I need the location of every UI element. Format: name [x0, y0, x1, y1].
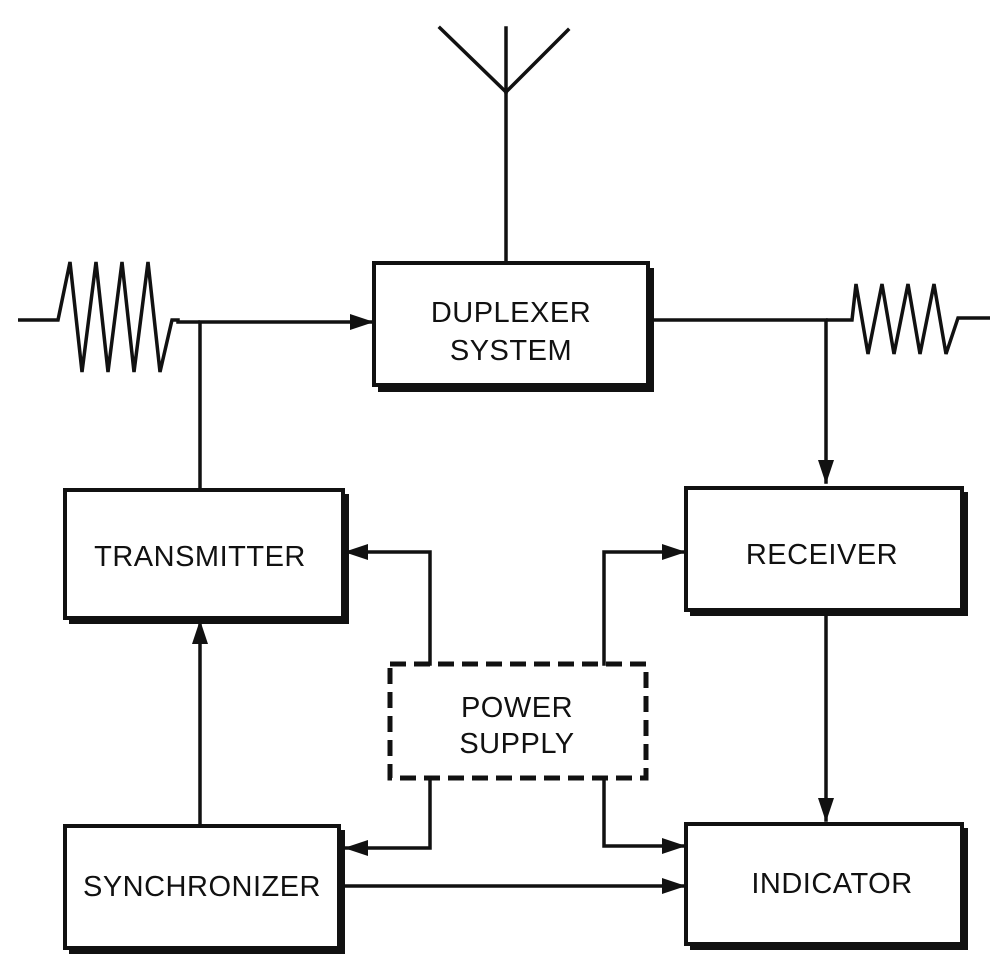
power-supply-label-line2: SUPPLY: [459, 728, 574, 760]
transmitter-label: TRANSMITTER: [94, 541, 306, 573]
echo-pulse-waveform: [826, 283, 990, 355]
duplexer-label-line1: DUPLEXER: [431, 297, 591, 329]
synchronizer-label: SYNCHRONIZER: [83, 871, 321, 903]
power-supply-label-line1: POWER: [461, 692, 573, 724]
power-to-indicator-wire: [602, 776, 686, 854]
duplexer-label-line2: SYSTEM: [450, 335, 572, 367]
transmit-pulse-waveform: [18, 261, 200, 373]
power-supply-block: POWER SUPPLY: [387, 661, 649, 781]
receiver-label: RECEIVER: [746, 539, 898, 571]
indicator-label: INDICATOR: [751, 868, 912, 900]
antenna-icon: [437, 25, 571, 264]
synchronizer-block: SYNCHRONIZER: [63, 824, 345, 954]
power-to-synchronizer-wire: [344, 776, 432, 856]
duplexer-to-receiver-wire: [652, 318, 834, 484]
power-to-receiver-wire: [602, 544, 686, 666]
receiver-block: RECEIVER: [684, 486, 968, 616]
duplexer-system-block: DUPLEXER SYSTEM: [372, 261, 654, 392]
transmitter-to-duplexer-wire: [198, 314, 374, 492]
transmitter-block: TRANSMITTER: [63, 488, 349, 624]
power-to-transmitter-wire: [344, 544, 432, 666]
indicator-block: INDICATOR: [684, 822, 968, 950]
